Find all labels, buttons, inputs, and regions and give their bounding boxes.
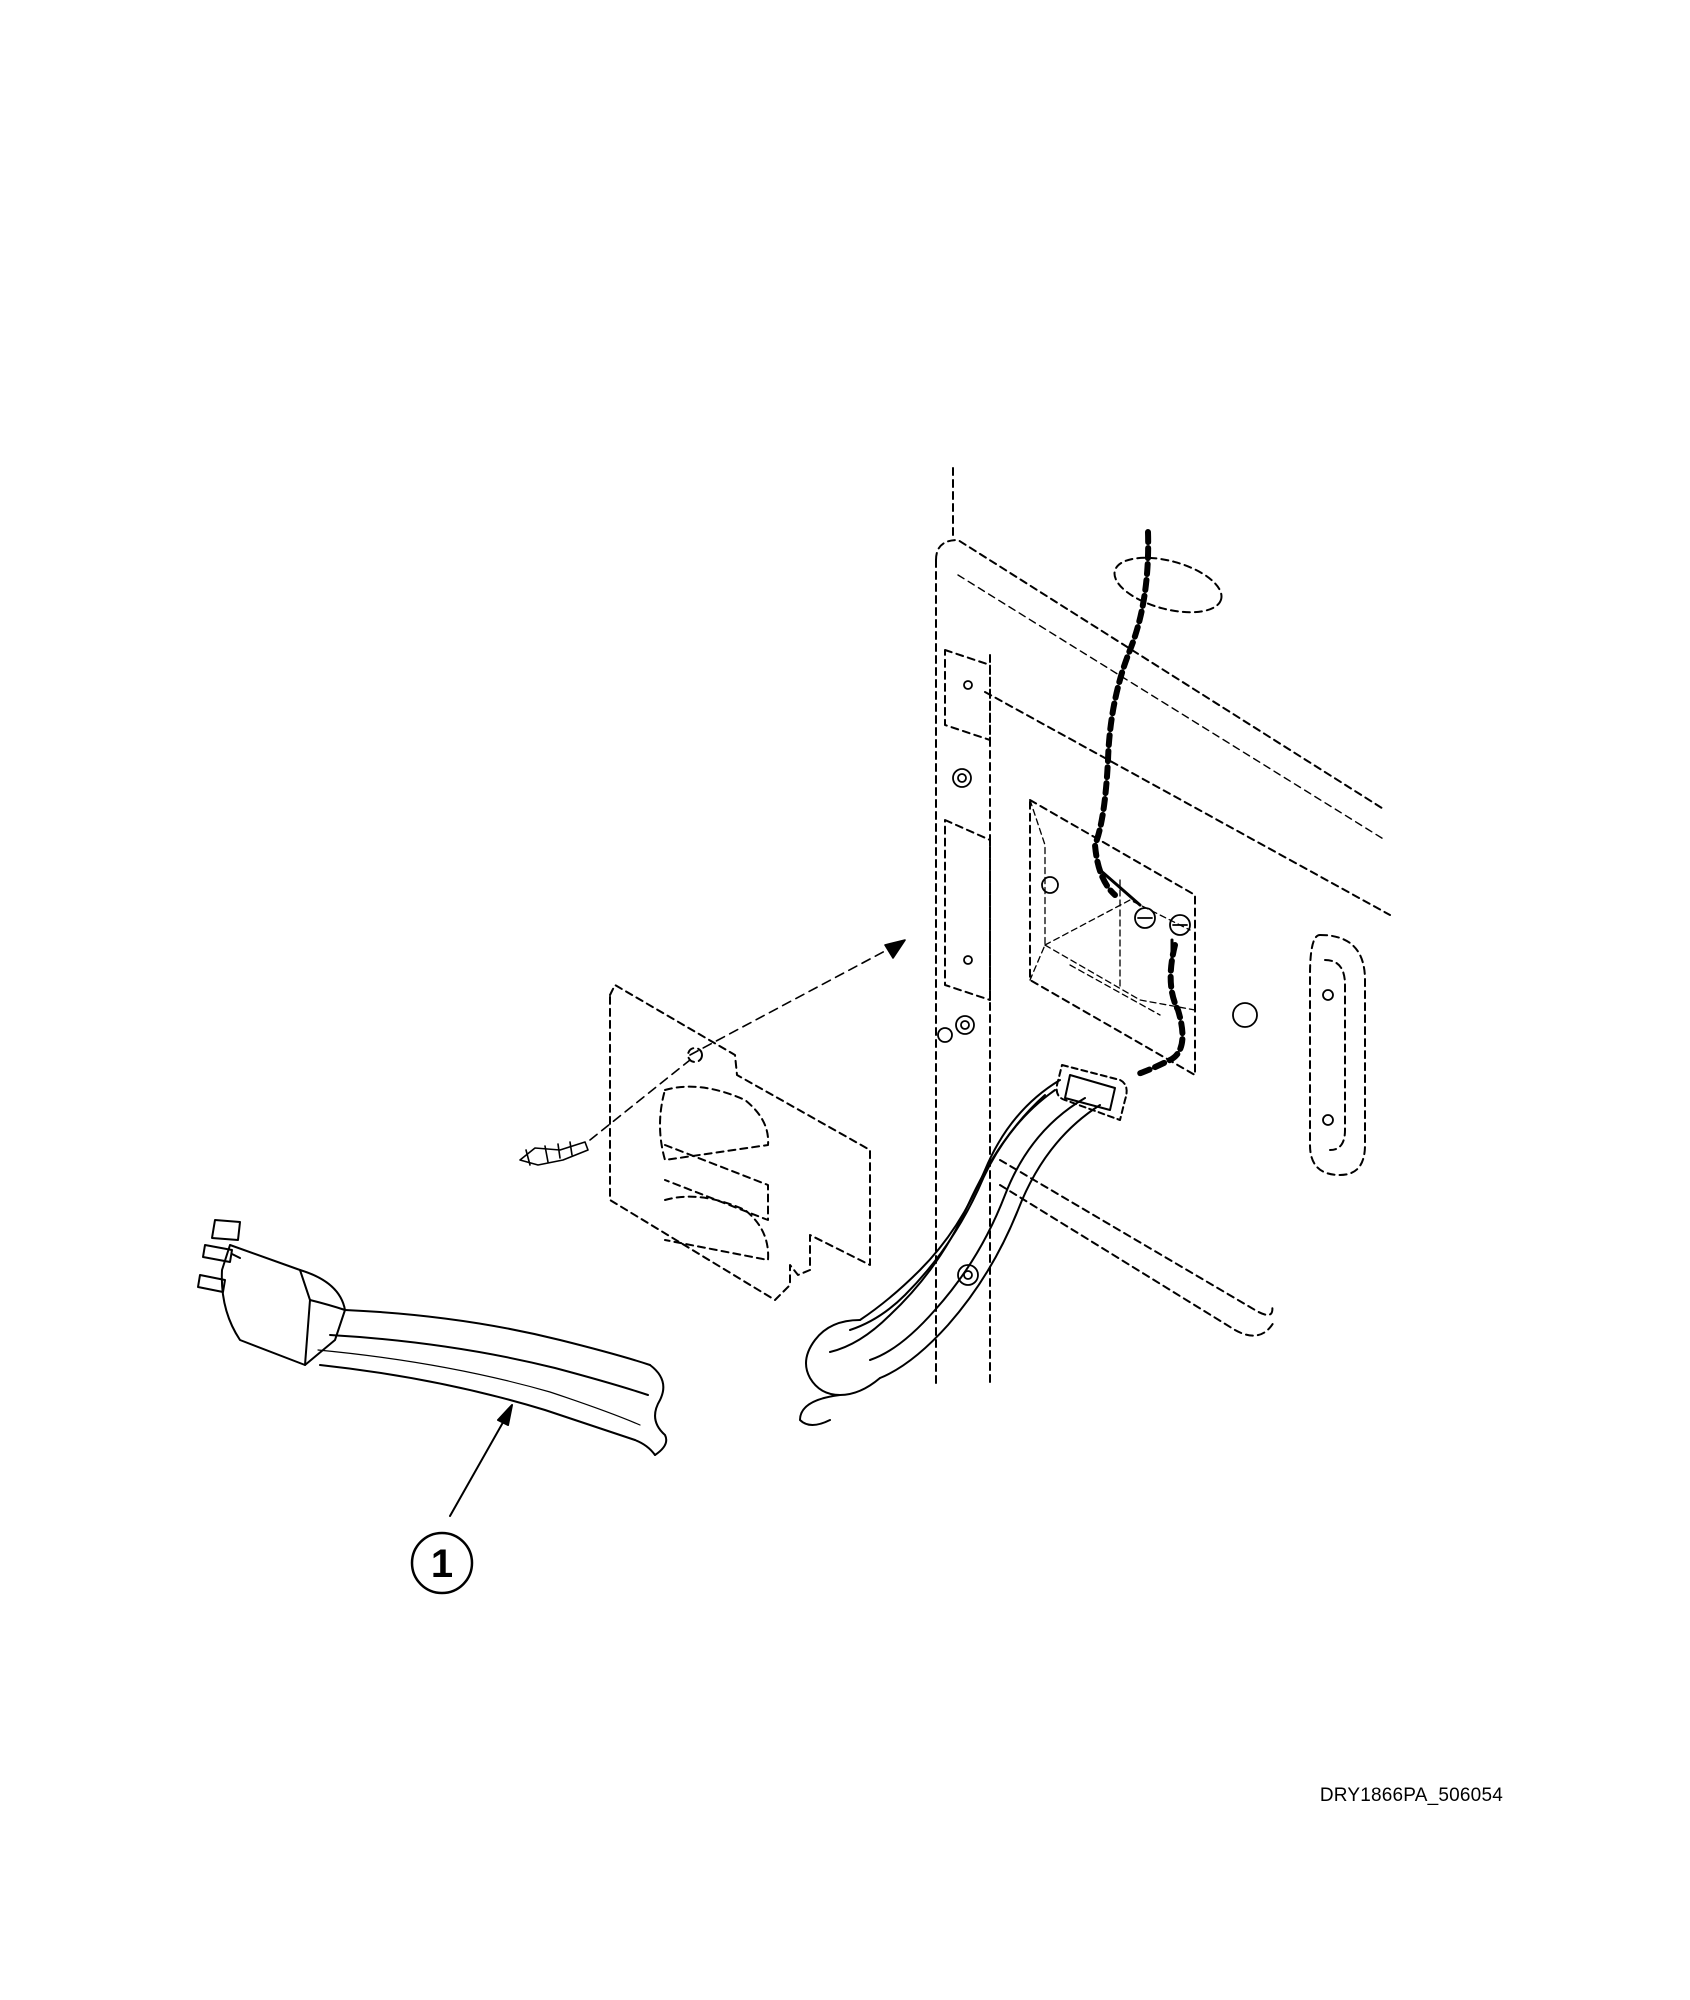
figure-code: DRY1866PA_506054: [1319, 1785, 1503, 1806]
callout-1: 1: [410, 1531, 474, 1595]
internal-ground-wire: [1092, 529, 1152, 898]
terminal-cover-plate: [609, 984, 871, 1301]
terminal-box-opening: [1029, 799, 1196, 1076]
internal-wire-lower: [1132, 942, 1186, 1078]
assembly-direction-arrow: [589, 939, 906, 1141]
cabinet-back-panel: [935, 467, 1391, 1386]
callout-1-label: 1: [431, 1542, 453, 1586]
power-cord-cabinet-end: [799, 1079, 1101, 1426]
callout-leader: [449, 1404, 513, 1517]
cabinet-screw-icon: [937, 680, 1334, 1286]
mounting-screw-icon: [519, 1141, 589, 1166]
plug-icon: [197, 1219, 346, 1366]
strain-relief-clamp: [1055, 1064, 1128, 1121]
power-cord-plug-end: [317, 1309, 668, 1456]
